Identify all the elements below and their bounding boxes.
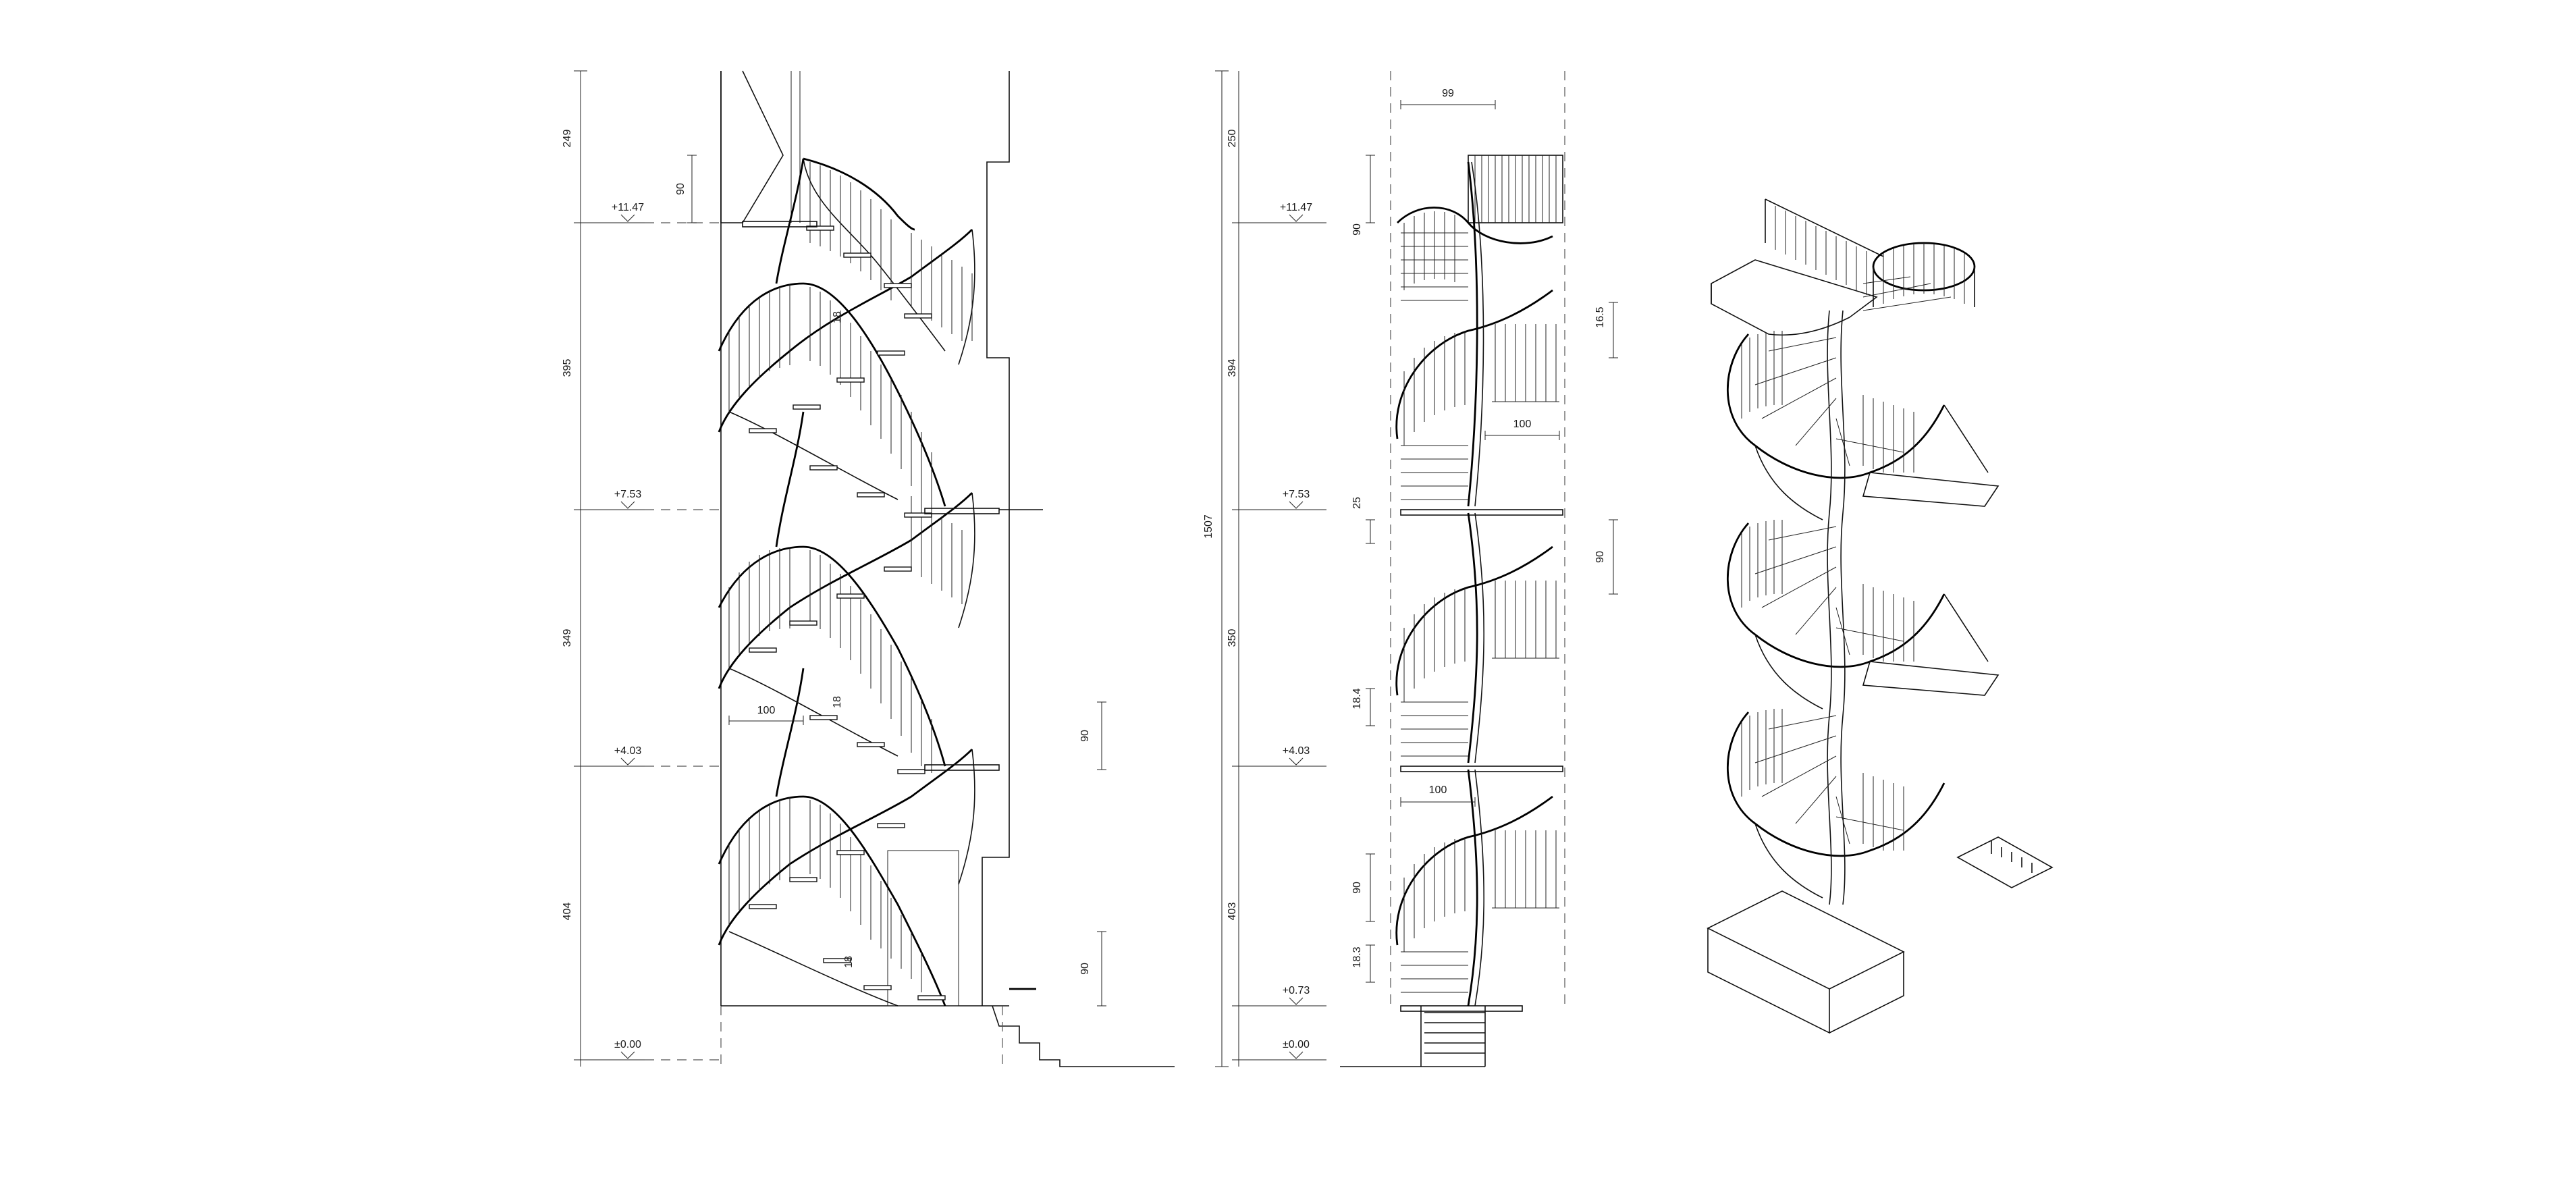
mid-level-label-2: +7.53: [1283, 489, 1310, 500]
mid-dim-90-left-top: 90: [1351, 223, 1363, 236]
left-floor-height-3: 349: [562, 629, 573, 647]
mid-level-label-4: +0.73: [1283, 985, 1310, 996]
mid-level-label-5: ±0.00: [1283, 1039, 1310, 1050]
axonometric-view: [1707, 198, 2054, 1034]
mid-level-label-1: +11.47: [1280, 202, 1312, 213]
mid-dim-25: 25: [1351, 497, 1363, 509]
middle-elevation: 1507 250 394 350 403 +11.47 +7.53 +4.03 …: [1203, 70, 1618, 1067]
mid-dim-90-right: 90: [1594, 551, 1606, 563]
left-floor-height-2: 395: [562, 359, 573, 377]
left-elevation: 249 395 349 404 +11.47 +7.53 +4.03 ±0.00: [562, 70, 1175, 1067]
mid-dim-100-right: 100: [1513, 419, 1532, 430]
mid-dim-90-left-bottom: 90: [1351, 882, 1363, 894]
mid-floor-height-2: 394: [1227, 359, 1238, 377]
left-dim-90-top: 90: [675, 183, 687, 195]
left-level-label-4: ±0.00: [614, 1039, 641, 1050]
left-level-label-1: +11.47: [612, 202, 644, 213]
left-floor-height-4: 404: [562, 903, 573, 921]
mid-dim-18-3: 18.3: [1351, 946, 1363, 967]
mid-floor-height-3: 350: [1227, 629, 1238, 647]
mid-floor-height-1: 250: [1227, 130, 1238, 148]
left-level-label-2: +7.53: [614, 489, 642, 500]
mid-floor-height-4: 403: [1227, 903, 1238, 921]
mid-level-label-3: +4.03: [1283, 745, 1310, 757]
left-dim-90-mid: 90: [1079, 730, 1091, 742]
left-dim-90-bottom: 90: [1079, 963, 1091, 975]
left-dim-18-c: 18: [843, 956, 855, 968]
left-dim-100: 100: [757, 705, 776, 716]
left-level-label-3: +4.03: [614, 745, 642, 757]
mid-top-width: 99: [1442, 88, 1454, 99]
left-dim-18-a: 18: [832, 311, 843, 323]
left-dim-18-b: 18: [832, 696, 843, 708]
mid-dim-16-5: 16.5: [1594, 306, 1606, 327]
mid-landing-width: 100: [1429, 784, 1447, 796]
left-floor-height-1: 249: [562, 130, 573, 148]
mid-total-height: 1507: [1203, 514, 1214, 539]
mid-dim-18-4: 18.4: [1351, 688, 1363, 709]
